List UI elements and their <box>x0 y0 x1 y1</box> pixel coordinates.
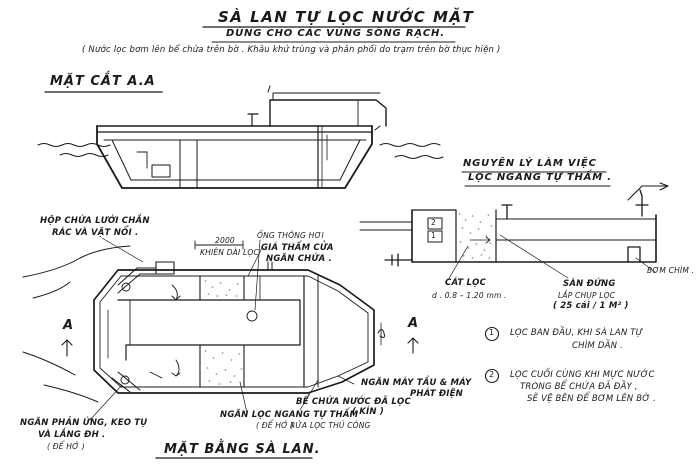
legend-2-number: 2 <box>489 370 495 379</box>
box-2-label: 2 <box>431 218 436 227</box>
gia-tham-label-2: NGĂN CHỨA . <box>266 254 332 264</box>
legend-1-number: 1 <box>489 328 495 337</box>
cat-loc-label: CÁT LỌC <box>445 278 487 288</box>
ngan-may-label: NGĂN MÁY TẦU & MÁY <box>361 378 472 388</box>
legend-2-line1: LỌC CUỐI CÙNG KHI MỰC NƯỚC <box>510 370 655 380</box>
section-aa-title: MẶT CẮT A.A <box>50 74 156 89</box>
bom-chim-label: BƠM CHÌM . <box>647 266 695 275</box>
ngan-loc-label: NGĂN LỌC NGANG TỰ THẤM <box>220 410 359 420</box>
page-note: ( Nước lọc bơm lên bể chứa trên bờ . Khâ… <box>82 45 501 55</box>
legend-2-line3: SẼ VỆ BÊN ĐỂ BƠM LÊN BỜ . <box>527 394 657 404</box>
chup-loc-density-label: ( 25 cái / 1 M² ) <box>553 301 629 311</box>
page-subtitle: DÙNG CHO CÁC VÙNG SÔNG RẠCH. <box>226 28 445 39</box>
page-title: SÀ LAN TỰ LỌC NƯỚC MẶT <box>218 8 475 26</box>
cut-a-right: A <box>408 316 420 331</box>
ngan-phan-ung-label: NGĂN PHẢN ỨNG, KEO TỤ <box>20 418 148 428</box>
ngan-loc-label-2: ( ĐỂ HỞ ) <box>256 421 294 430</box>
hop-chua-luoi-label-2: RÁC VÀ VẬT NỔI . <box>52 228 139 238</box>
legend-2-line2: TRONG BỂ CHỨA ĐÃ ĐẦY , <box>520 382 638 392</box>
plan-view <box>22 237 419 459</box>
hop-chua-luoi-label: HỘP CHỨA LƯỚI CHẮN <box>40 216 150 226</box>
be-chua-label: BỂ CHỨA NƯỚC ĐÃ LỌC <box>296 397 411 407</box>
cat-loc-size-label: d . 0.8 – 1.20 mm . <box>432 291 507 300</box>
ngan-may-label-2: PHÁT ĐIỆN <box>410 389 463 399</box>
lap-chup-loc-label: LẮP CHỤP LỌC <box>558 291 616 300</box>
ong-thong-hoi-label: ỐNG THÔNG HƠI <box>257 231 324 240</box>
legend-markers <box>484 326 500 384</box>
ngan-phan-ung-label-3: ( ĐỂ HỞ ) <box>47 442 85 451</box>
be-chua-label-2: ( KÍN ) <box>352 407 384 417</box>
cut-a-left: A <box>63 318 75 333</box>
dim-2000-label: 2000 <box>215 236 235 245</box>
plan-title: MẶT BẰNG SÀ LAN. <box>164 442 321 457</box>
khien-dai-loc-label: KHIÊN DÀI LỌC <box>200 248 259 257</box>
principle-diagram <box>359 171 669 281</box>
san-dung-label: SÀN ĐỨNG <box>563 279 616 289</box>
gia-tham-label: GIÁ THẤM CỬA <box>261 243 334 253</box>
legend-1-line1: LỌC BAN ĐẦU, KHI SÀ LAN TỰ <box>510 328 644 338</box>
section-aa-barge <box>37 85 444 189</box>
principle-title-2: LỌC NGANG TỰ THẤM . <box>468 172 612 183</box>
box-1-label: 1 <box>431 231 436 240</box>
title-underlines <box>202 26 466 43</box>
principle-title-1: NGUYÊN LÝ LÀM VIỆC <box>463 158 597 169</box>
ngan-phan-ung-label-2: VÀ LẮNG ĐH . <box>38 430 106 440</box>
rua-loc-label: RỬA LỌC THỦ CÔNG <box>290 421 371 430</box>
legend-1-line2: CHÌM DẦN . <box>572 341 623 351</box>
